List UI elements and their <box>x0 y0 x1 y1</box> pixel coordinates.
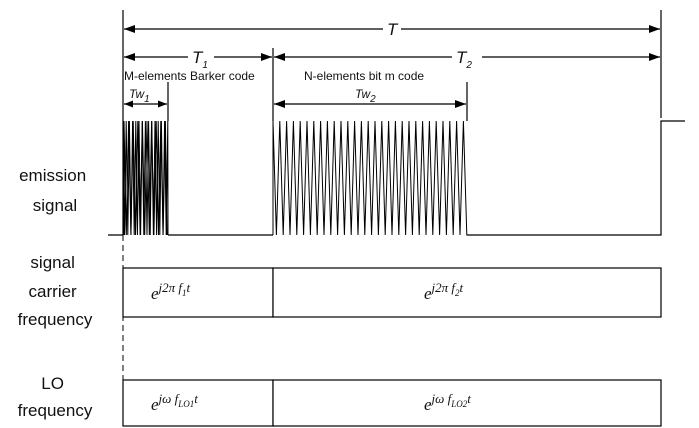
label-m-code: N-elements bit m code <box>304 69 424 83</box>
carrier-box-1 <box>122 267 274 318</box>
arrowhead-t2-right <box>649 53 660 61</box>
arrowhead-t2-left <box>274 53 285 61</box>
arrowhead-tw2-left <box>274 100 285 108</box>
carrier-box-2 <box>272 267 662 318</box>
lo-formula-2: ejω fLO2t <box>424 391 471 414</box>
carrier-formula-1: ej2π f1t <box>151 280 191 303</box>
barker-waveform <box>122 120 169 236</box>
label-total: T <box>387 20 399 39</box>
arrowhead-tw1-left <box>124 100 133 108</box>
row-label-emission: emission signal <box>19 166 91 215</box>
label-tw2: Tw2 <box>355 87 376 105</box>
m-code-waveform <box>272 120 468 236</box>
label-t2: T2 <box>456 48 472 71</box>
arrowhead-t1-right <box>261 53 272 61</box>
lo-box-1 <box>122 379 274 427</box>
arrowhead-total-left <box>124 25 135 33</box>
label-barker-code: M-elements Barker code <box>124 69 255 83</box>
lo-formula-1: ejω fLO1t <box>151 391 198 414</box>
emission-baseline <box>108 120 685 236</box>
arrowhead-tw1-right <box>158 100 167 108</box>
label-t1: T1 <box>192 48 208 71</box>
m-code-burst <box>272 120 468 236</box>
arrowhead-total-right <box>649 25 660 33</box>
label-tw1: Tw1 <box>129 87 150 105</box>
barker-burst <box>122 120 169 236</box>
carrier-formula-2: ej2π f2t <box>424 280 464 303</box>
barker-waveform-overlay <box>123 120 168 236</box>
arrowhead-t1-left <box>124 53 135 61</box>
lo-box-2 <box>272 379 662 427</box>
row-label-carrier: signal carrier frequency <box>18 253 93 329</box>
arrowhead-tw2-right <box>455 100 466 108</box>
row-label-lo: LO frequency <box>18 374 93 420</box>
